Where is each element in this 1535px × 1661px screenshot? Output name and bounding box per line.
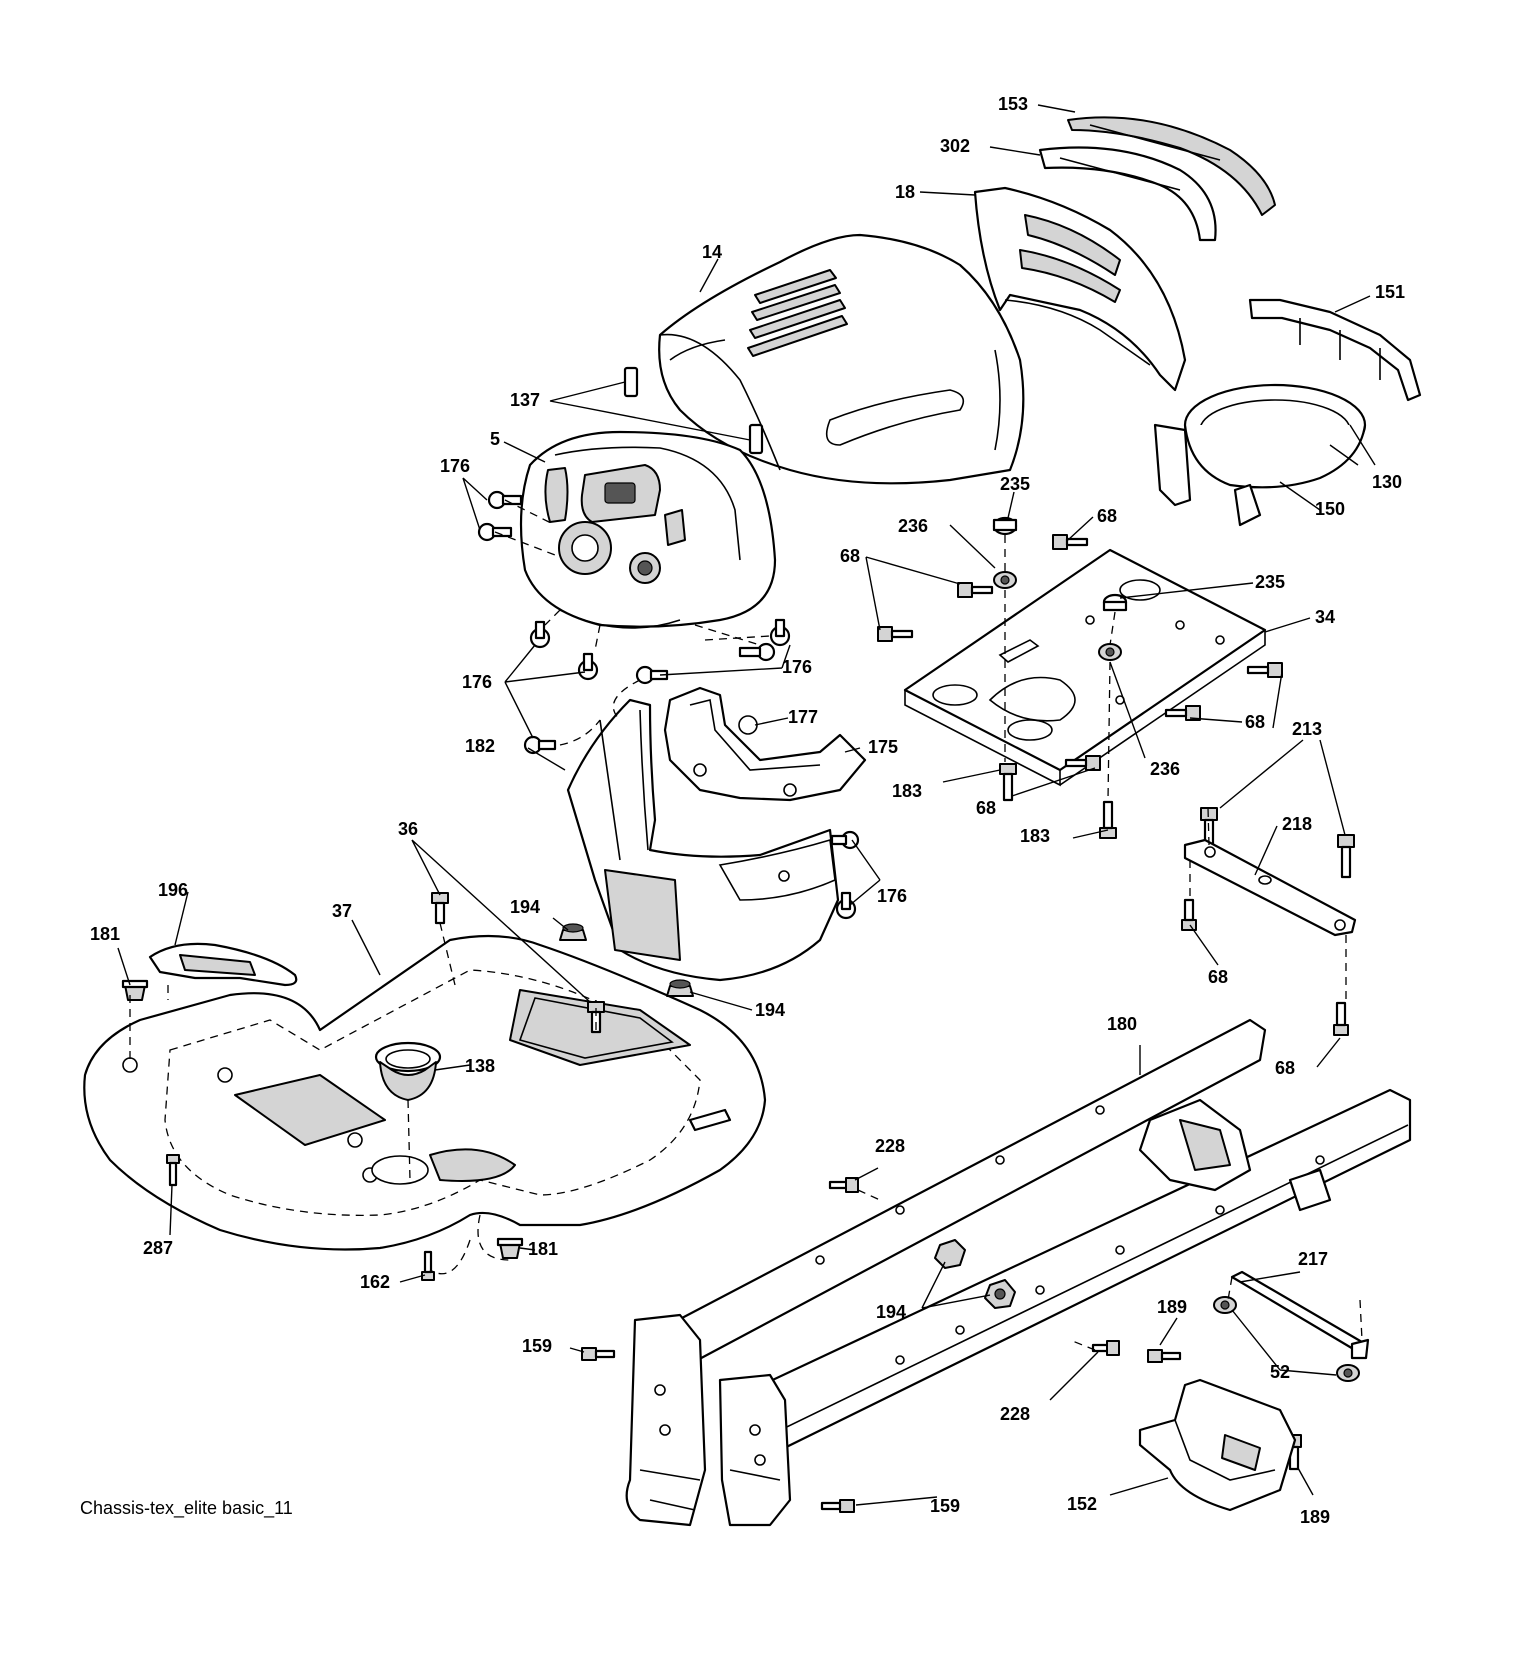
part-152-cover <box>1138 1378 1297 1512</box>
callout-236-b: 236 <box>1150 759 1180 779</box>
part-180-frame <box>625 1018 1412 1527</box>
callout-181-a: 181 <box>90 924 120 944</box>
part-138-boot <box>374 1041 442 1101</box>
callout-189-a: 189 <box>1157 1297 1187 1317</box>
part-151-bracket <box>1248 298 1422 402</box>
callout-217: 217 <box>1298 1249 1328 1269</box>
callout-180: 180 <box>1107 1014 1137 1034</box>
callout-52: 52 <box>1270 1362 1290 1382</box>
part-5-dash <box>519 430 777 629</box>
callout-194-b: 194 <box>755 1000 785 1020</box>
part-217-rod <box>1230 1270 1370 1360</box>
part-34-plate <box>903 548 1267 787</box>
part-182-lower-dash <box>566 698 840 982</box>
callout-176-a: 176 <box>440 456 470 476</box>
callout-218: 218 <box>1282 814 1312 834</box>
callout-153: 153 <box>998 94 1028 114</box>
diagram-caption: Chassis-tex_elite basic_11 <box>80 1498 293 1518</box>
callout-labels: 153 302 18 14 151 137 5 176 235 68 130 1… <box>90 94 1405 1527</box>
part-302-insert <box>1038 146 1217 242</box>
callout-183-b: 183 <box>1020 826 1050 846</box>
callout-228-a: 228 <box>875 1136 905 1156</box>
callout-189-b: 189 <box>1300 1507 1330 1527</box>
callout-68-b: 68 <box>840 546 860 566</box>
part-175-bracket <box>663 686 867 802</box>
callout-150: 150 <box>1315 499 1345 519</box>
part-235-236-bushings <box>992 516 1128 661</box>
callout-183-a: 183 <box>892 781 922 801</box>
callout-68-e: 68 <box>1208 967 1228 987</box>
callout-14: 14 <box>702 242 722 262</box>
callout-159-b: 159 <box>930 1496 960 1516</box>
callout-152: 152 <box>1067 1494 1097 1514</box>
callout-36: 36 <box>398 819 418 839</box>
alignment-lines <box>129 499 1363 1351</box>
callout-176-b: 176 <box>782 657 812 677</box>
callout-196: 196 <box>158 880 188 900</box>
callout-287: 287 <box>143 1238 173 1258</box>
callout-181-b: 181 <box>528 1239 558 1259</box>
callout-68-f: 68 <box>1275 1058 1295 1078</box>
callout-302: 302 <box>940 136 970 156</box>
part-18-grille <box>973 186 1187 392</box>
part-153-trim <box>1067 116 1276 216</box>
callout-151: 151 <box>1375 282 1405 302</box>
callout-138: 138 <box>465 1056 495 1076</box>
callout-194-c: 194 <box>876 1302 906 1322</box>
callout-37: 37 <box>332 901 352 921</box>
callout-130: 130 <box>1372 472 1402 492</box>
callout-34: 34 <box>1315 607 1335 627</box>
callout-5: 5 <box>490 429 500 449</box>
part-176-fasteners <box>477 490 860 920</box>
callout-177: 177 <box>788 707 818 727</box>
part-196-plate <box>148 942 298 987</box>
part-68-bolts <box>877 534 1355 1036</box>
callout-68-c: 68 <box>1245 712 1265 732</box>
callout-18: 18 <box>895 182 915 202</box>
callout-159-a: 159 <box>522 1336 552 1356</box>
callout-182: 182 <box>465 736 495 756</box>
callout-137: 137 <box>510 390 540 410</box>
callout-228-b: 228 <box>1000 1404 1030 1424</box>
part-14-hood <box>658 233 1025 485</box>
leader-lines <box>117 104 1376 1506</box>
callout-68-d: 68 <box>976 798 996 818</box>
part-218-bar <box>1183 838 1357 937</box>
callout-68-a: 68 <box>1097 506 1117 526</box>
callout-235-b: 235 <box>1255 572 1285 592</box>
callout-162: 162 <box>360 1272 390 1292</box>
callout-235-a: 235 <box>1000 474 1030 494</box>
callout-213: 213 <box>1292 719 1322 739</box>
part-150-duct <box>1153 383 1367 527</box>
callout-176-d: 176 <box>877 886 907 906</box>
callout-194-a: 194 <box>510 897 540 917</box>
callout-176-c: 176 <box>462 672 492 692</box>
callout-175: 175 <box>868 737 898 757</box>
callout-236-a: 236 <box>898 516 928 536</box>
